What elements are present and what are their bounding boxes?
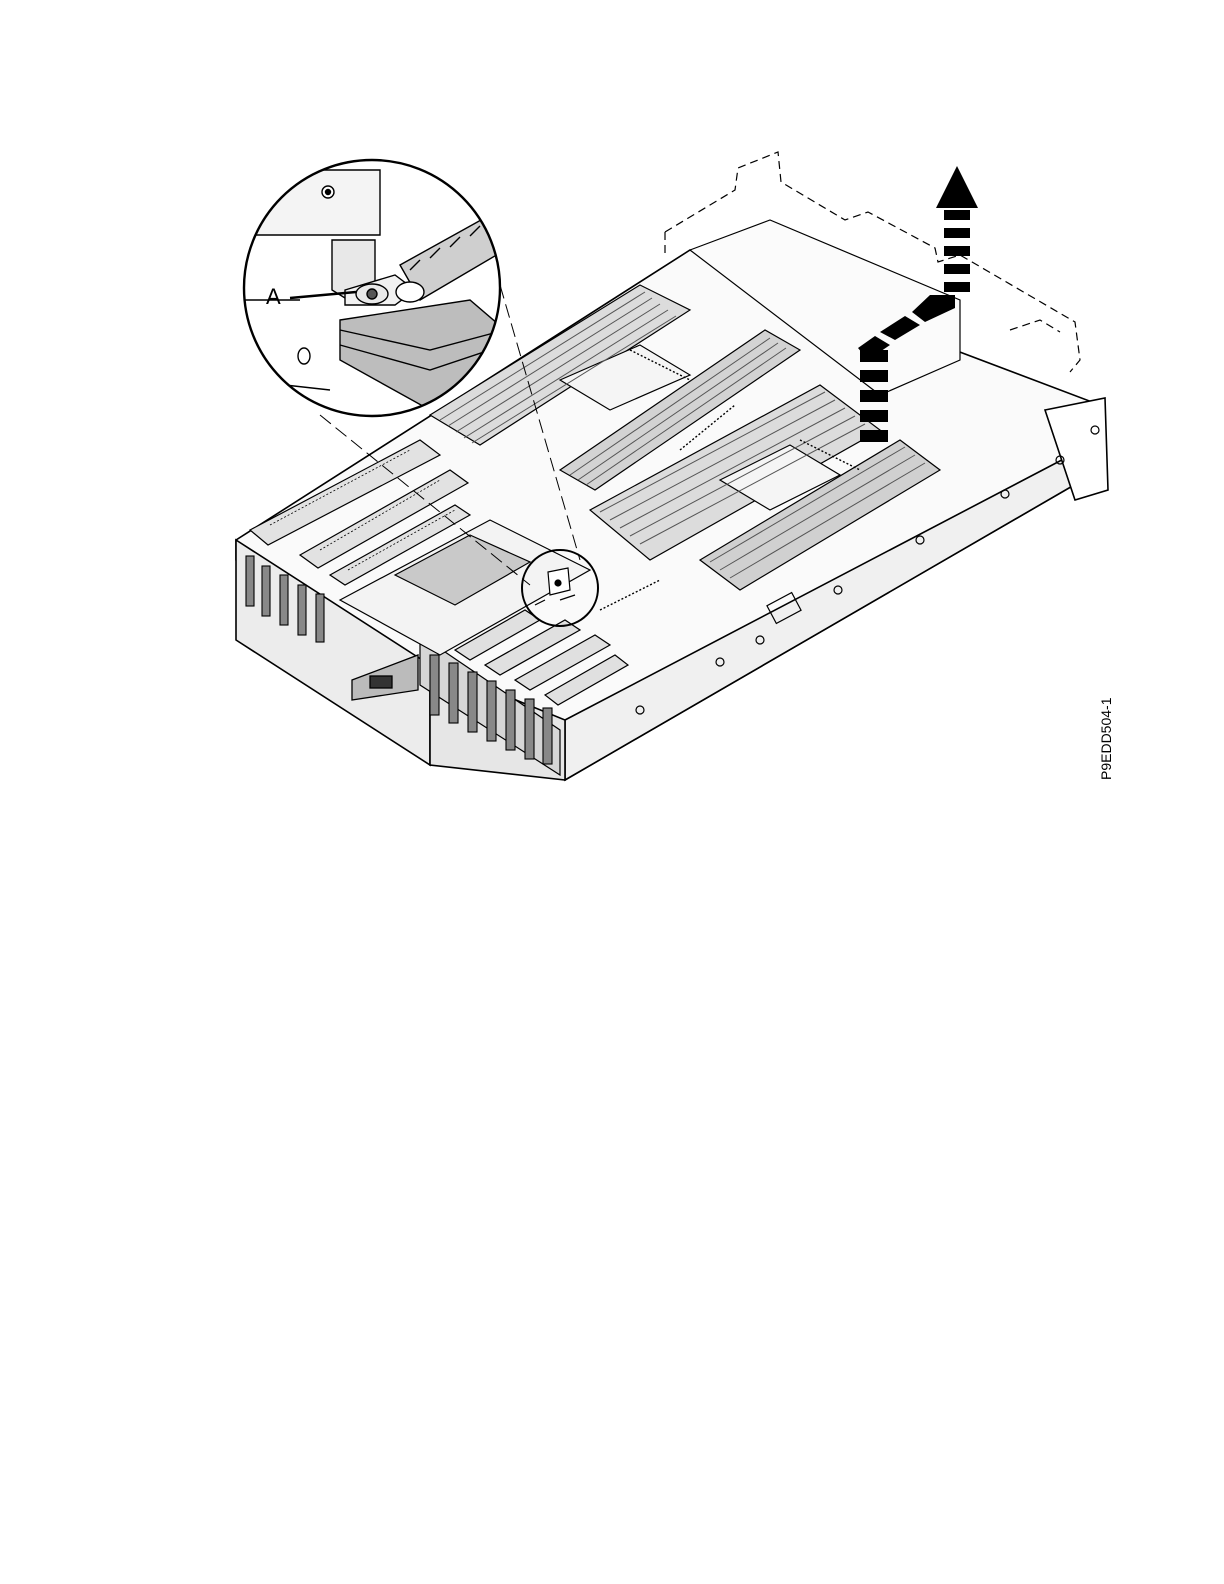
callout-label-a: A (266, 286, 281, 308)
server-system-illustration (0, 0, 1224, 800)
figure-id: P9EDD504-1 (1099, 698, 1113, 781)
